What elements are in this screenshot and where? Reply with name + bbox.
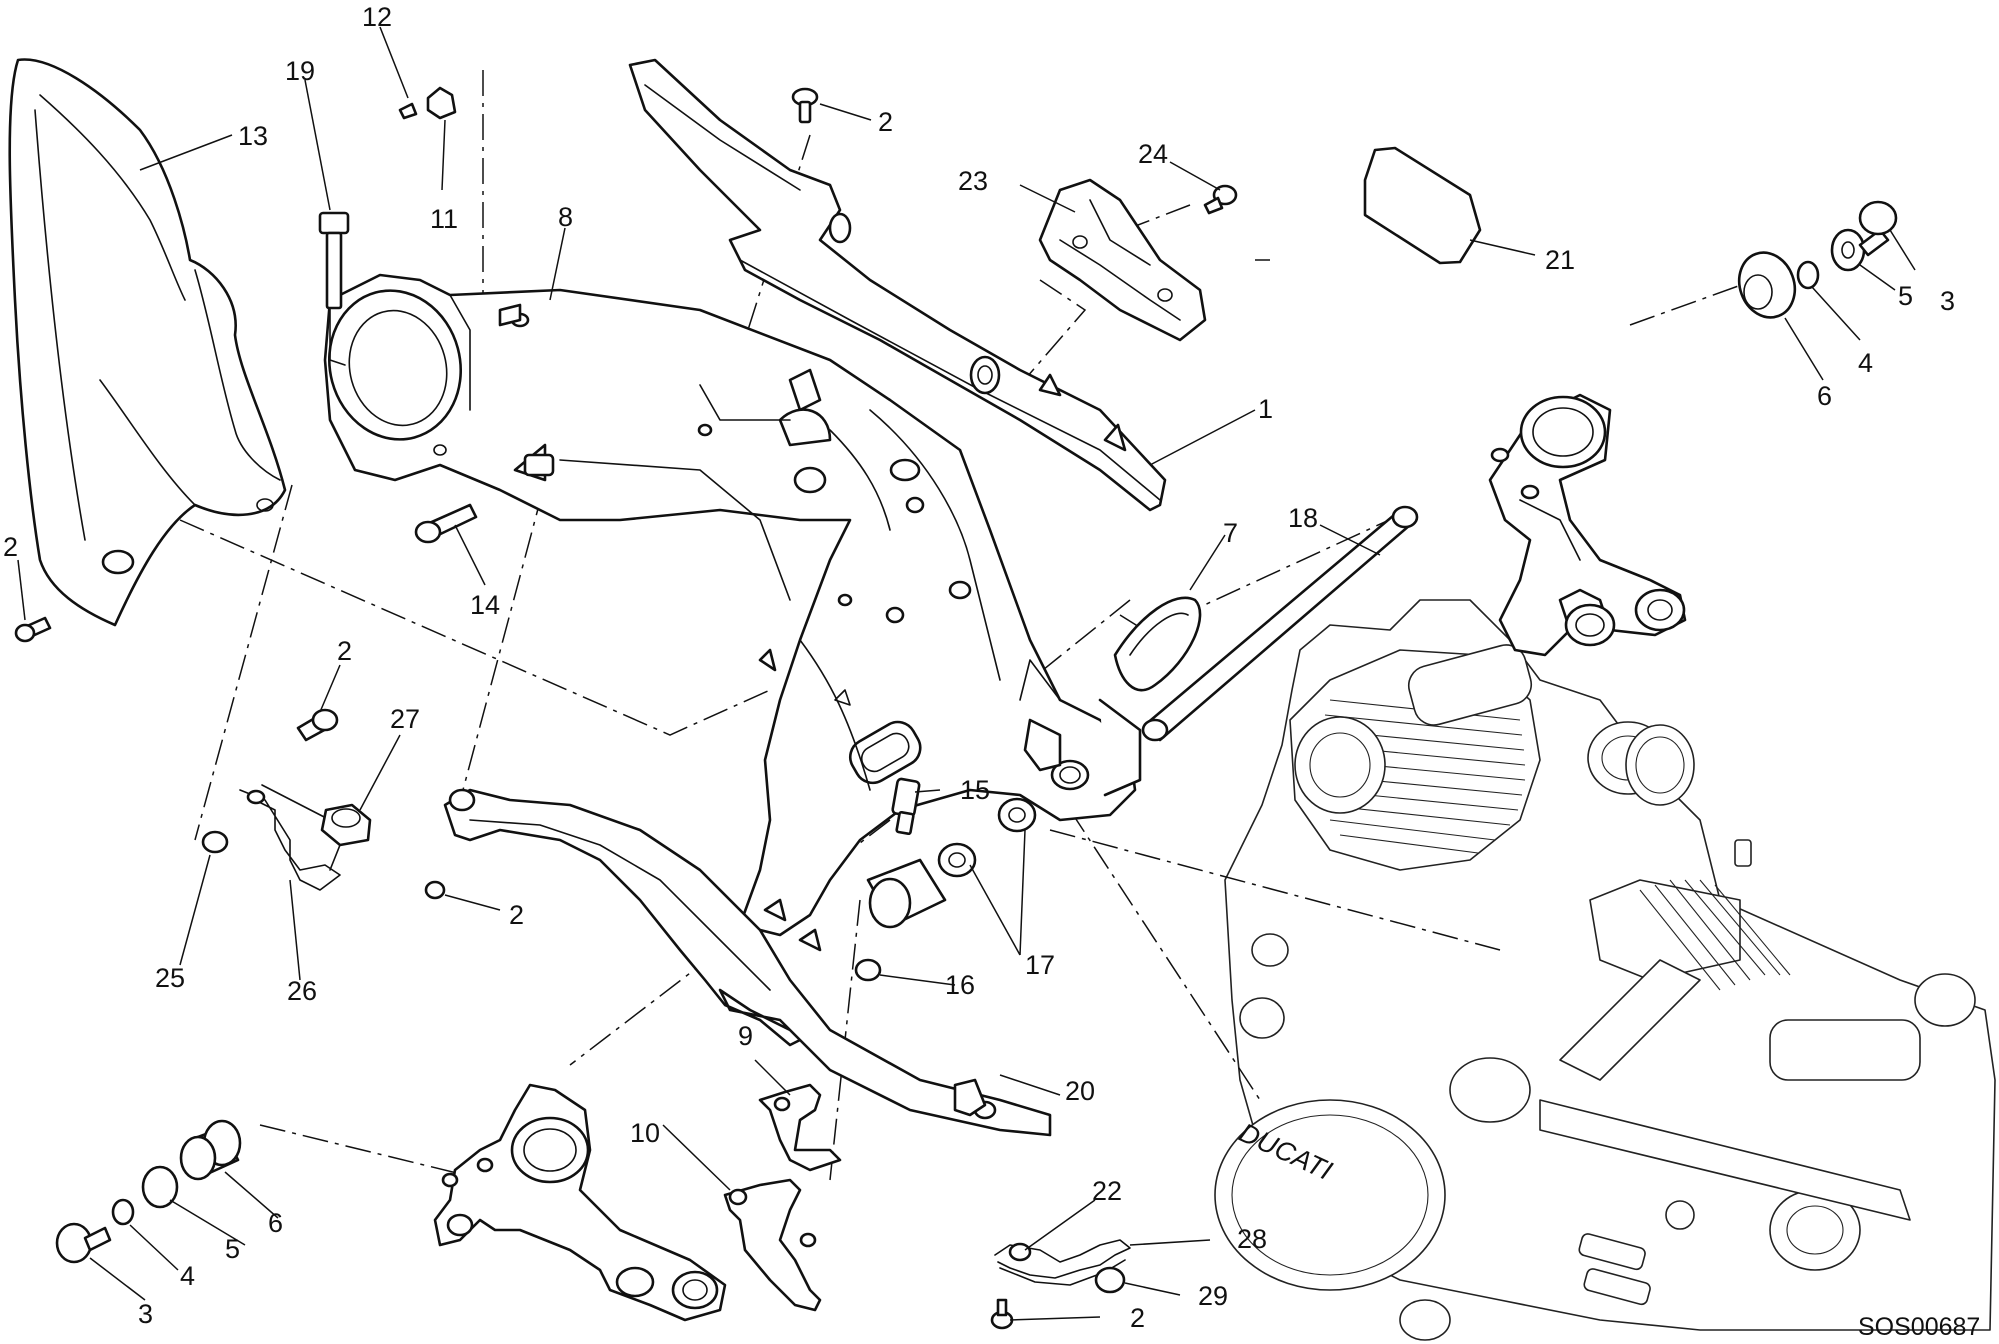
reference-code: SOS00687: [1858, 1313, 1980, 1341]
part-right-washer-4: [1796, 260, 1820, 290]
part-25-nut: [201, 830, 229, 854]
callout-14: 14: [470, 590, 500, 620]
part-19-bolt: [318, 211, 350, 310]
callout-15: 15: [960, 775, 990, 805]
part-left-footpeg-bracket: [433, 1083, 727, 1322]
callout-23: 23: [958, 166, 988, 196]
part-chain-guard: [628, 58, 1167, 512]
callout-5-right: 5: [1898, 281, 1913, 311]
part-10-guard: [723, 1178, 822, 1312]
part-left-washer-4: [111, 1198, 135, 1226]
rear-cylinder-fins: [1639, 879, 1791, 991]
callout-10: 10: [630, 1118, 660, 1148]
part-23-cover: [1038, 178, 1207, 342]
part-17-washer-a: [937, 842, 977, 878]
part-11-clip: [426, 86, 457, 120]
part-2-lower-screw: [424, 880, 446, 900]
callout-3-right: 3: [1940, 286, 1955, 316]
part-17-washer-b: [997, 797, 1037, 833]
part-27-grommet: [320, 803, 372, 847]
callout-21: 21: [1545, 245, 1575, 275]
part-15-bolt: [891, 777, 921, 836]
part-12-screw: [398, 102, 418, 120]
callout-26: 26: [287, 976, 317, 1006]
part-24-screw: [1203, 184, 1238, 215]
callout-12: 12: [362, 2, 392, 32]
callout-2-top: 2: [878, 107, 893, 137]
part-21-pad: [1363, 146, 1482, 265]
callout-2-left: 2: [3, 532, 18, 562]
callout-13: 13: [238, 121, 268, 151]
callout-labels: 12 19 11 13 8 2 23 24 21 3 5 4 6 1 18 7 …: [3, 2, 1955, 1333]
engine-assembly: DUCATI: [1214, 599, 1996, 1341]
part-26-bracket: [239, 784, 341, 891]
callout-2-lower: 2: [509, 900, 524, 930]
part-top-screw: [791, 87, 819, 124]
part-rear-hugger: [8, 58, 287, 627]
callout-6-left: 6: [268, 1208, 283, 1238]
callout-7: 7: [1223, 518, 1238, 548]
callout-20: 20: [1065, 1076, 1095, 1106]
part-right-bushing: [1737, 251, 1797, 319]
part-right-bolt-3: [1858, 200, 1898, 257]
part-swingarm: [323, 273, 1142, 937]
callout-1: 1: [1258, 394, 1273, 424]
callout-9: 9: [738, 1021, 753, 1051]
callout-5-left: 5: [225, 1234, 240, 1264]
callout-29: 29: [1198, 1281, 1228, 1311]
callout-4-left: 4: [180, 1261, 195, 1291]
callout-18: 18: [1288, 503, 1318, 533]
callout-16: 16: [945, 970, 975, 1000]
callout-6-right: 6: [1817, 381, 1832, 411]
callout-27: 27: [390, 704, 420, 734]
callout-25: 25: [155, 963, 185, 993]
part-7-seal: [1113, 596, 1202, 692]
part-left-bolt-3: [55, 1222, 112, 1264]
leader-lines: [17, 26, 1916, 1321]
part-29-grommet: [1094, 1266, 1126, 1294]
part-left-washer-5: [141, 1165, 179, 1209]
part-left-bushing: [179, 1119, 242, 1181]
part-chain-slider-bush: [866, 858, 947, 929]
part-9-guard: [758, 1083, 842, 1172]
part-right-washer-5: [1830, 228, 1866, 272]
part-14-bolt: [414, 503, 478, 544]
callout-4-right: 4: [1858, 348, 1873, 378]
callout-11: 11: [430, 204, 458, 234]
callout-2-bottom: 2: [1130, 1303, 1145, 1333]
part-16-nut: [854, 958, 882, 982]
callout-19: 19: [285, 56, 315, 86]
part-18-spindle: [1141, 505, 1419, 742]
part-22-clip-nut: [1008, 1242, 1032, 1262]
callout-2-mid: 2: [337, 636, 352, 666]
callout-24: 24: [1138, 139, 1168, 169]
part-2-bottom-screw: [990, 1298, 1014, 1330]
callout-3-left: 3: [138, 1299, 153, 1329]
callout-22: 22: [1092, 1176, 1122, 1206]
callout-28: 28: [1237, 1224, 1267, 1254]
part-lower-chain-guard: [443, 788, 1052, 1137]
part-26-screw: [296, 708, 339, 742]
callout-17: 17: [1025, 950, 1055, 980]
callout-8: 8: [558, 202, 573, 232]
part-right-footpeg-bracket: [1488, 393, 1687, 657]
part-2-left-screw: [14, 616, 52, 643]
